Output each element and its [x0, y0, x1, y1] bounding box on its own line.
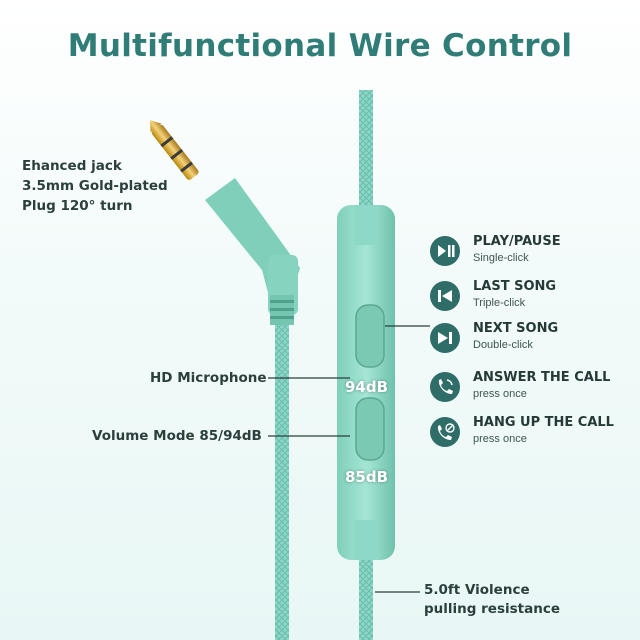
feature-title: HANG UP THE CALL — [473, 415, 614, 430]
feature-answer-call: ANSWER THE CALL press once — [430, 370, 630, 404]
volume-label: Volume Mode 85/94dB — [92, 428, 262, 444]
feature-title: NEXT SONG — [473, 321, 559, 336]
cable-line: 5.0ft Violence — [424, 582, 530, 598]
microphone-label: HD Microphone — [150, 370, 267, 386]
next-track-icon — [430, 323, 460, 353]
gold-plug — [149, 120, 199, 180]
upper-button — [355, 304, 385, 368]
plug-cable — [275, 320, 289, 640]
phone-hangup-icon — [430, 417, 460, 447]
jack-line: 3.5mm Gold-plated — [22, 178, 168, 194]
feature-next-song: NEXT SONG Double-click — [430, 321, 630, 355]
jack-line: Ehanced jack — [22, 158, 122, 174]
feature-last-song: LAST SONG Triple-click — [430, 279, 630, 313]
feature-title: ANSWER THE CALL — [473, 370, 611, 385]
feature-hang-up-call: HANG UP THE CALL press once — [430, 415, 630, 449]
feature-title: PLAY/PAUSE — [473, 234, 561, 249]
phone-answer-icon — [430, 372, 460, 402]
previous-track-icon — [430, 281, 460, 311]
feature-title: LAST SONG — [473, 279, 557, 294]
jack-line: Plug 120° turn — [22, 198, 133, 214]
db-low-label: 85dB — [345, 468, 389, 486]
cable-line: pulling resistance — [424, 601, 560, 617]
feature-subtitle: press once — [473, 433, 527, 445]
page-title: Multifunctional Wire Control — [67, 28, 573, 64]
feature-subtitle: Double-click — [473, 339, 533, 351]
cable-description: 5.0ft Violence pulling resistance — [424, 581, 560, 619]
feature-subtitle: Triple-click — [473, 297, 526, 309]
db-high-label: 94dB — [345, 378, 389, 396]
feature-play-pause: PLAY/PAUSE Single-click — [430, 234, 630, 268]
jack-description: Ehanced jack 3.5mm Gold-plated Plug 120°… — [22, 156, 168, 216]
lower-button — [355, 397, 385, 461]
control-box — [337, 205, 395, 560]
feature-subtitle: Single-click — [473, 252, 529, 264]
play-pause-icon — [430, 236, 460, 266]
feature-subtitle: press once — [473, 388, 527, 400]
